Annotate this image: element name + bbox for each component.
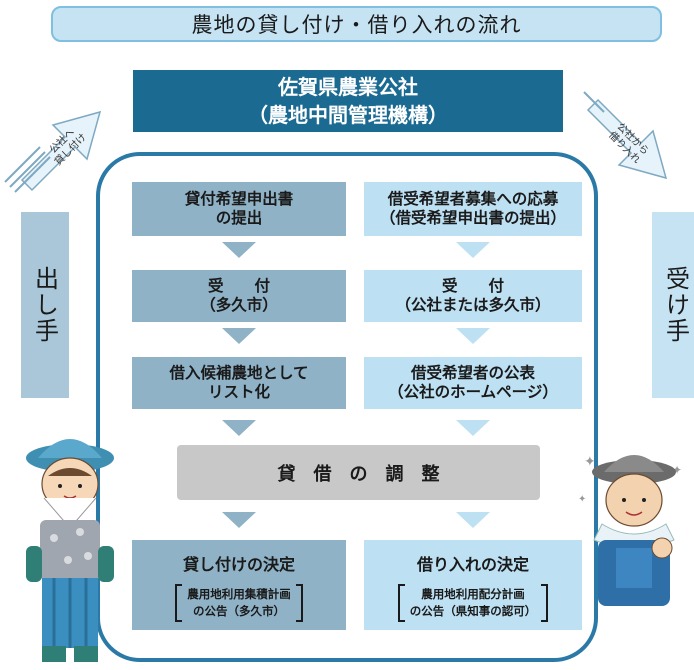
distribution-plan-note: 農用地利用配分計画 の公告（県知事の認可） (397, 584, 549, 622)
down-triangle-icon (222, 512, 256, 528)
plan-line: の公告（県知事の認可） (409, 604, 537, 618)
step-line: 借入候補農地として (169, 364, 309, 382)
borrow-from-agency-arrow-icon (583, 91, 668, 180)
borrow-decision-title: 借り入れの決定 (416, 555, 529, 574)
step-line: 貸付希望申出書 (184, 190, 294, 208)
plan-line: の公告（多久市） (193, 604, 285, 618)
down-triangle-icon (222, 420, 256, 436)
lease-adjustment-step: 貸借の調整 (177, 445, 540, 500)
plan-line: 農用地利用配分計画 (421, 587, 525, 601)
borrow-decision-box: 借り入れの決定 農用地利用配分計画 の公告（県知事の認可） (364, 540, 582, 630)
down-triangle-icon (456, 420, 490, 436)
organization-subtitle: （農地中間管理機構） (248, 103, 448, 127)
down-triangle-icon (456, 328, 490, 344)
down-triangle-icon (456, 512, 490, 528)
step-line: 受 付 (441, 277, 504, 295)
page-title: 農地の貸し付け・借り入れの流れ (51, 6, 662, 42)
step-line: （公社のホームページ） (388, 383, 558, 401)
candidate-listing-step: 借入候補農地として リスト化 (132, 357, 346, 409)
step-line: 受 付 (207, 277, 270, 295)
step-line: （借受希望申出書の提出） (379, 209, 566, 227)
down-triangle-icon (456, 242, 490, 258)
lend-decision-box: 貸し付けの決定 農用地利用集積計画 の公告（多久市） (132, 540, 346, 630)
plan-line: 農用地利用集積計画 (187, 587, 291, 601)
lend-to-agency-arrow-icon (4, 110, 102, 193)
svg-text:✦: ✦ (672, 463, 682, 477)
down-triangle-icon (222, 328, 256, 344)
organization-name: 佐賀県農業公社 (278, 75, 418, 99)
lend-application-step: 貸付希望申出書 の提出 (132, 182, 346, 236)
step-line: 借受希望者の公表 (410, 364, 535, 382)
lender-side-label: 出し手 (21, 212, 69, 398)
step-line: リスト化 (207, 383, 270, 401)
man-farmer-illustration-icon: ✦ ✦ ✦ (578, 454, 682, 606)
lend-decision-title: 貸し付けの決定 (182, 555, 295, 574)
step-line: （公社または多久市） (395, 296, 551, 314)
borrower-side-label: 受け手 (652, 212, 694, 398)
down-triangle-icon (222, 242, 256, 258)
borrow-application-step: 借受希望者募集への応募 （借受希望申出書の提出） (364, 182, 582, 236)
svg-text:✦: ✦ (578, 494, 586, 505)
page-title-text: 農地の貸し付け・借り入れの流れ (191, 13, 522, 37)
lend-reception-step: 受 付 （多久市） (132, 270, 346, 322)
step-line: 借受希望者募集への応募 (387, 190, 559, 208)
accumulation-plan-note: 農用地利用集積計画 の公告（多久市） (175, 584, 303, 622)
borrower-publication-step: 借受希望者の公表 （公社のホームページ） (364, 357, 582, 409)
borrow-reception-step: 受 付 （公社または多久市） (364, 270, 582, 322)
organization-box: 佐賀県農業公社 （農地中間管理機構） (133, 70, 563, 132)
svg-text:✦: ✦ (584, 454, 596, 470)
step-line: （多久市） (200, 296, 278, 314)
woman-farmer-illustration-icon (26, 439, 114, 662)
step-line: の提出 (215, 209, 263, 227)
